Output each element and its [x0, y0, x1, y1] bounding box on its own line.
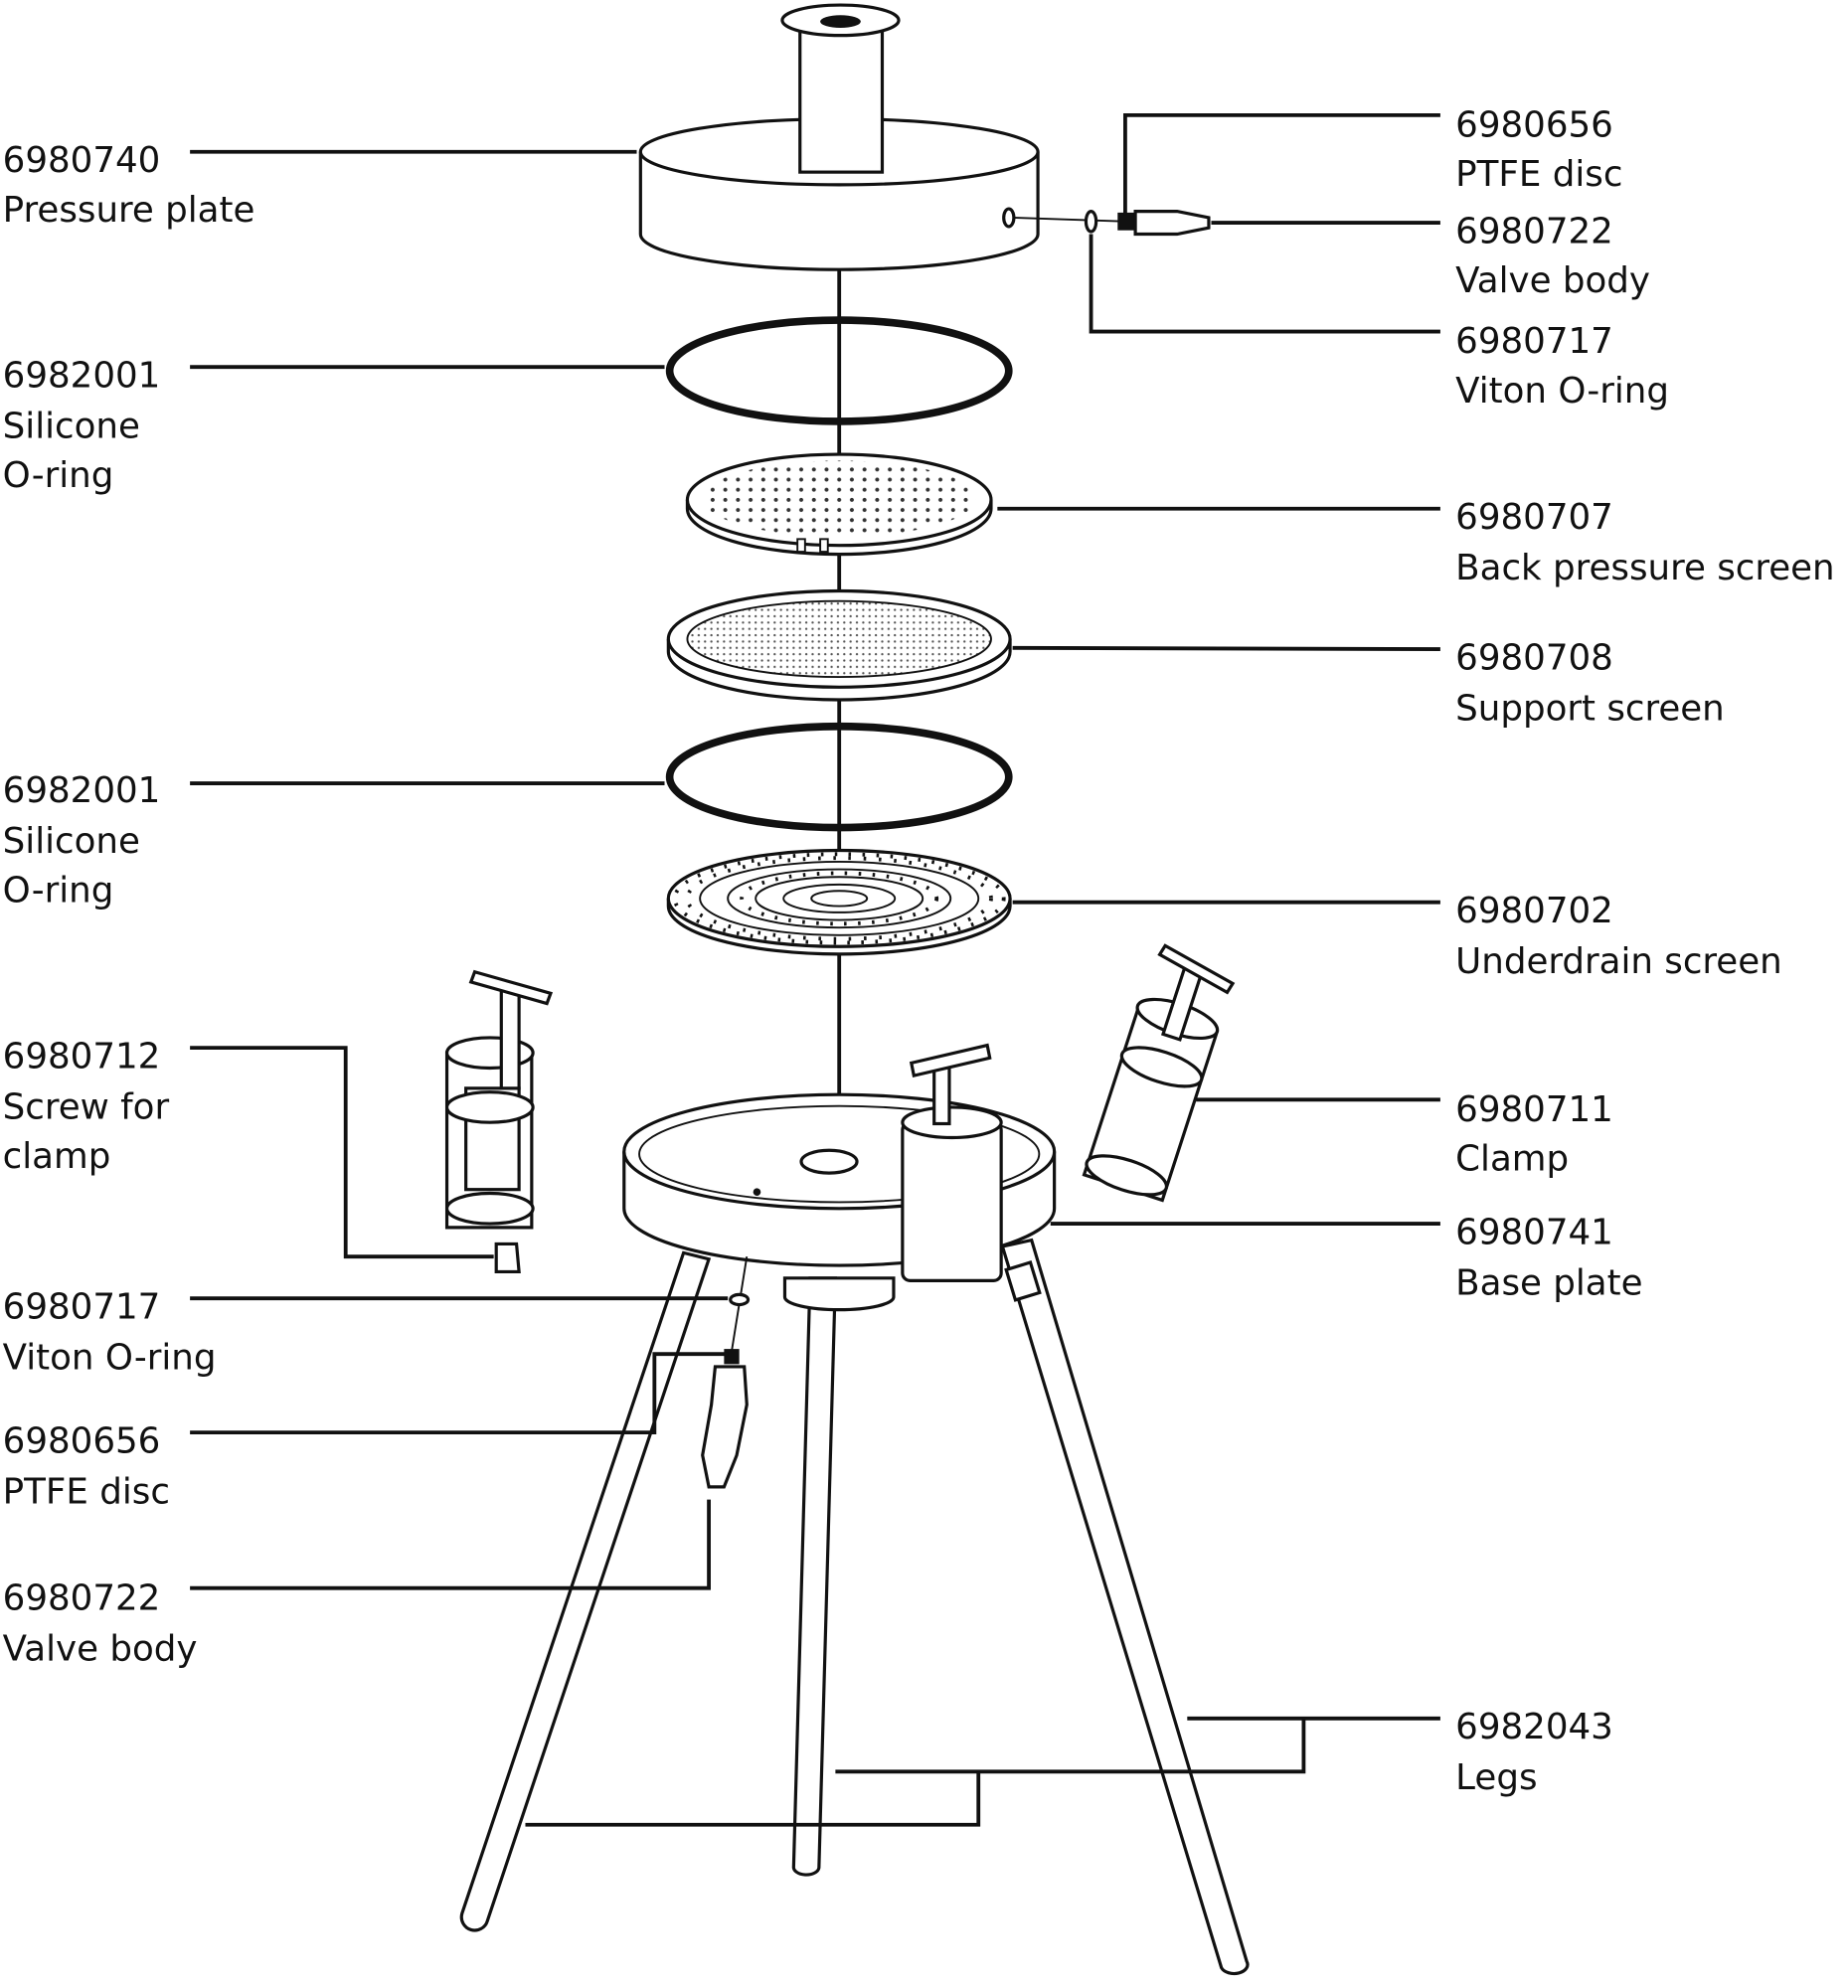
base-plate-drawing [622, 1043, 1057, 1489]
label-legs-name: Legs [1455, 1757, 1537, 1798]
label-silicone-oring-top-name1: Silicone [3, 406, 140, 446]
leader-lines [190, 112, 1440, 1827]
label-legs-number: 6982043 [1455, 1707, 1613, 1747]
label-viton-oring-left-name: Viton O-ring [3, 1337, 217, 1378]
label-screw-for-clamp-number: 6980712 [3, 1036, 161, 1077]
label-silicone-oring-bottom-name1: Silicone [3, 821, 140, 862]
label-viton-oring-right-name: Viton O-ring [1455, 371, 1669, 412]
label-pressure-plate-name: Pressure plate [3, 190, 255, 231]
label-silicone-oring-top-number: 6982001 [3, 356, 161, 397]
label-back-pressure-screen-name: Back pressure screen [1455, 548, 1834, 588]
label-valve-body-right-name: Valve body [1455, 260, 1650, 301]
label-base-plate-number: 6980741 [1455, 1212, 1613, 1252]
legs-drawing [459, 1238, 1250, 1976]
label-ptfe-disc-right-name: PTFE disc [1455, 154, 1622, 195]
label-base-plate-name: Base plate [1455, 1262, 1642, 1303]
label-pressure-plate-number: 6980740 [3, 140, 161, 181]
label-silicone-oring-bottom-name2: O-ring [3, 871, 114, 911]
label-underdrain-screen-number: 6980702 [1455, 891, 1613, 931]
support-screen-drawing [666, 588, 1012, 702]
label-support-screen-name: Support screen [1455, 688, 1725, 729]
label-ptfe-disc-right-number: 6980656 [1455, 104, 1613, 145]
label-silicone-oring-top-name2: O-ring [3, 455, 114, 496]
label-underdrain-screen-name: Underdrain screen [1455, 941, 1782, 982]
label-valve-body-right-number: 6980722 [1455, 211, 1613, 251]
label-clamp-name: Clamp [1455, 1139, 1569, 1180]
label-screw-for-clamp-name1: Screw for [3, 1086, 170, 1127]
label-viton-oring-left-number: 6980717 [3, 1287, 161, 1328]
silicone-oring-bottom-drawing [665, 722, 1013, 832]
label-support-screen-number: 6980708 [1455, 637, 1613, 678]
label-screw-for-clamp-name2: clamp [3, 1136, 111, 1177]
label-back-pressure-screen-number: 6980707 [1455, 497, 1613, 538]
label-ptfe-disc-left-number: 6980656 [3, 1420, 161, 1461]
label-valve-body-left-name: Valve body [3, 1628, 198, 1669]
back-pressure-screen-drawing [685, 452, 993, 557]
label-clamp-number: 6980711 [1455, 1089, 1613, 1130]
clamp-right-drawing [1082, 943, 1236, 1203]
label-silicone-oring-bottom-number: 6982001 [3, 770, 161, 811]
silicone-oring-top-drawing [665, 316, 1013, 425]
label-viton-oring-right-number: 6980717 [1455, 321, 1613, 362]
clamp-left-drawing [444, 969, 554, 1274]
underdrain-screen-drawing [666, 848, 1012, 956]
pressure-plate-drawing [638, 3, 1211, 271]
label-ptfe-disc-left-name: PTFE disc [3, 1471, 170, 1512]
label-valve-body-left-number: 6980722 [3, 1577, 161, 1618]
